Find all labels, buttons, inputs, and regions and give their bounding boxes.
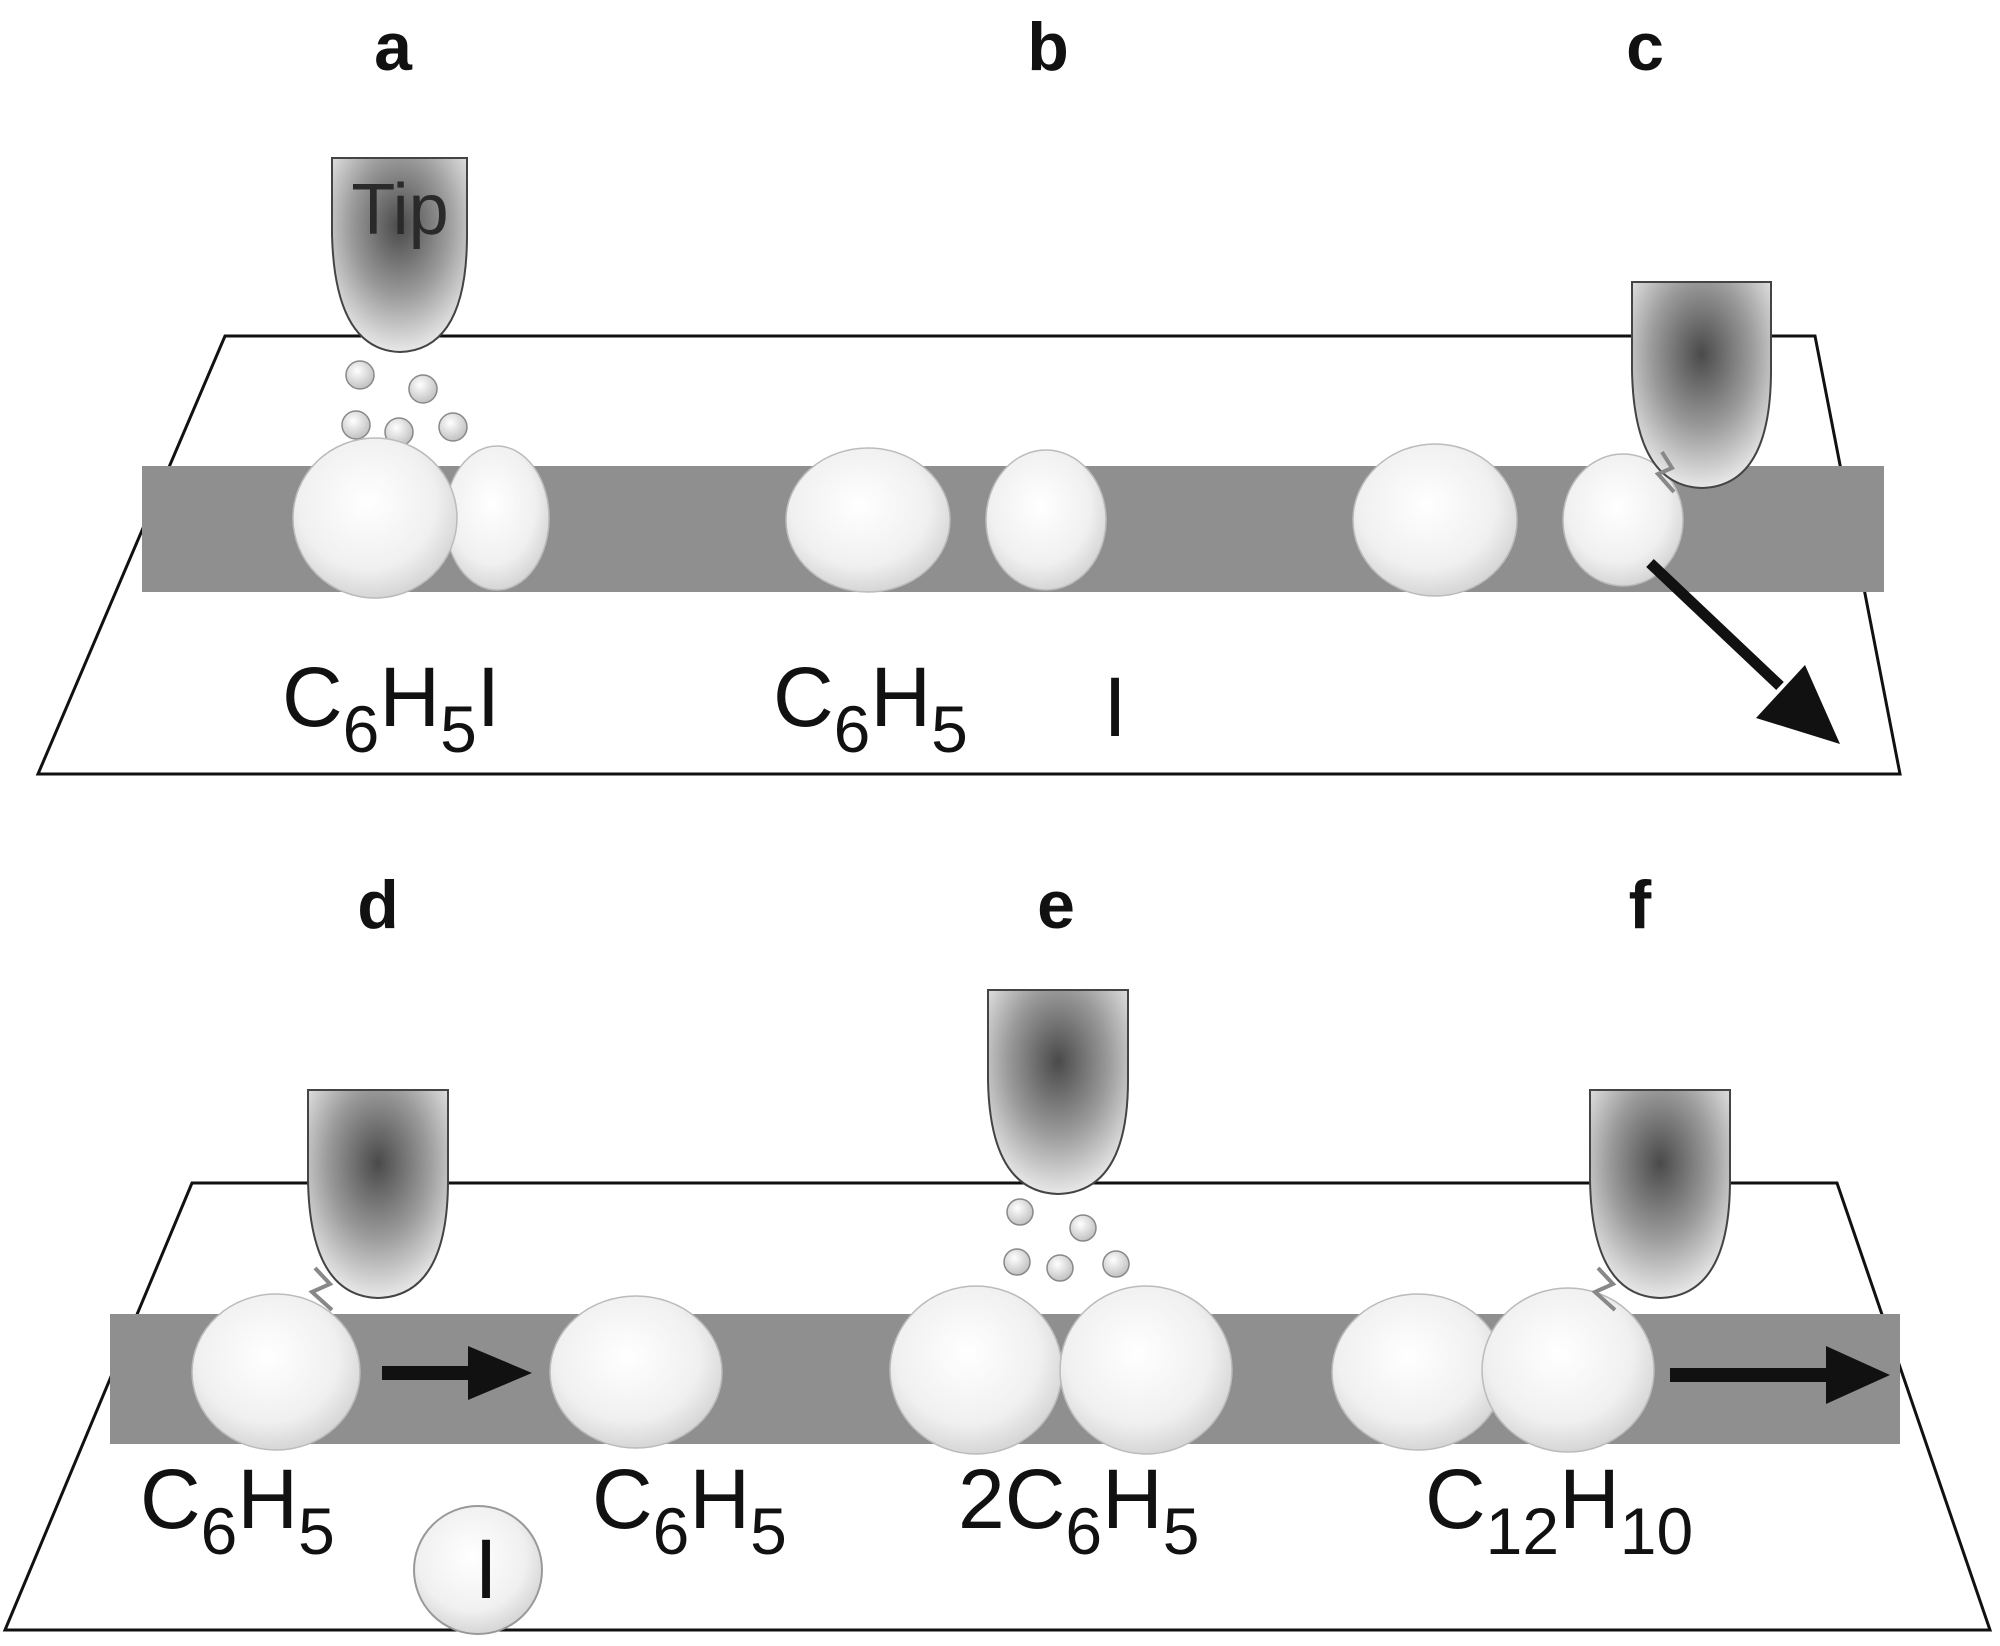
tip-label: Tip <box>351 170 448 250</box>
formula-d: C6H5 <box>140 1452 335 1568</box>
arrow-right-d <box>382 1346 532 1400</box>
electron-dot <box>1046 1254 1074 1282</box>
panel-label-f: f <box>1629 867 1652 943</box>
phenyl-sphere-e2 <box>1059 1285 1233 1455</box>
panel-label-c: c <box>1626 9 1664 85</box>
panel-label-d: d <box>357 867 399 943</box>
stm-tip-a <box>331 157 468 354</box>
phenyl-sphere-d2 <box>549 1295 723 1449</box>
electron-dot <box>341 410 371 440</box>
panel-label-b: b <box>1027 9 1069 85</box>
arrow-diagonal-c <box>1646 559 1840 744</box>
electron-dot <box>345 360 375 390</box>
tunneling-spark-d <box>308 1266 334 1312</box>
iodine-atom-b <box>985 449 1107 591</box>
formula-d2: C6H5 <box>592 1452 787 1568</box>
biphenyl-sphere-f1 <box>1331 1293 1505 1451</box>
bottom-row: d e f <box>2 867 1993 1635</box>
iodine-label-d: I <box>474 1522 497 1616</box>
stm-tip-e <box>987 989 1129 1196</box>
phenyl-sphere-c2 <box>1562 453 1684 587</box>
panel-label-a: a <box>374 9 413 85</box>
tunneling-spark-f <box>1591 1266 1617 1312</box>
formula-e: 2C6H5 <box>958 1452 1200 1568</box>
tunneling-spark-c <box>1654 450 1676 494</box>
formula-a: C6H5I <box>282 650 500 766</box>
electron-dot <box>438 412 468 442</box>
formula-f: C12H10 <box>1425 1452 1693 1568</box>
stm-tip-d <box>307 1089 449 1300</box>
iodine-atom-d <box>413 1505 543 1635</box>
stm-tip-c <box>1631 281 1772 490</box>
iodine-atom-a <box>444 445 550 591</box>
electron-dot <box>1006 1198 1034 1226</box>
iodine-label-b: I <box>1103 660 1126 754</box>
phenyl-sphere-d1 <box>191 1293 361 1451</box>
phenyl-sphere-a <box>292 437 458 599</box>
biphenyl-sphere-f2 <box>1481 1287 1655 1453</box>
top-row: a b c Tip C6H5I <box>35 9 1902 776</box>
formula-b: C6H5 <box>773 650 968 766</box>
electron-dot <box>408 374 438 404</box>
arrow-right-f <box>1670 1346 1890 1404</box>
phenyl-sphere-b <box>785 447 951 593</box>
phenyl-sphere-e1 <box>889 1285 1063 1455</box>
phenyl-sphere-c1 <box>1352 443 1518 597</box>
electron-dot <box>1102 1250 1130 1278</box>
panel-label-e: e <box>1037 867 1075 943</box>
stm-tip-f <box>1589 1089 1731 1300</box>
electron-dot <box>1069 1214 1097 1242</box>
electron-dot <box>1003 1248 1031 1276</box>
